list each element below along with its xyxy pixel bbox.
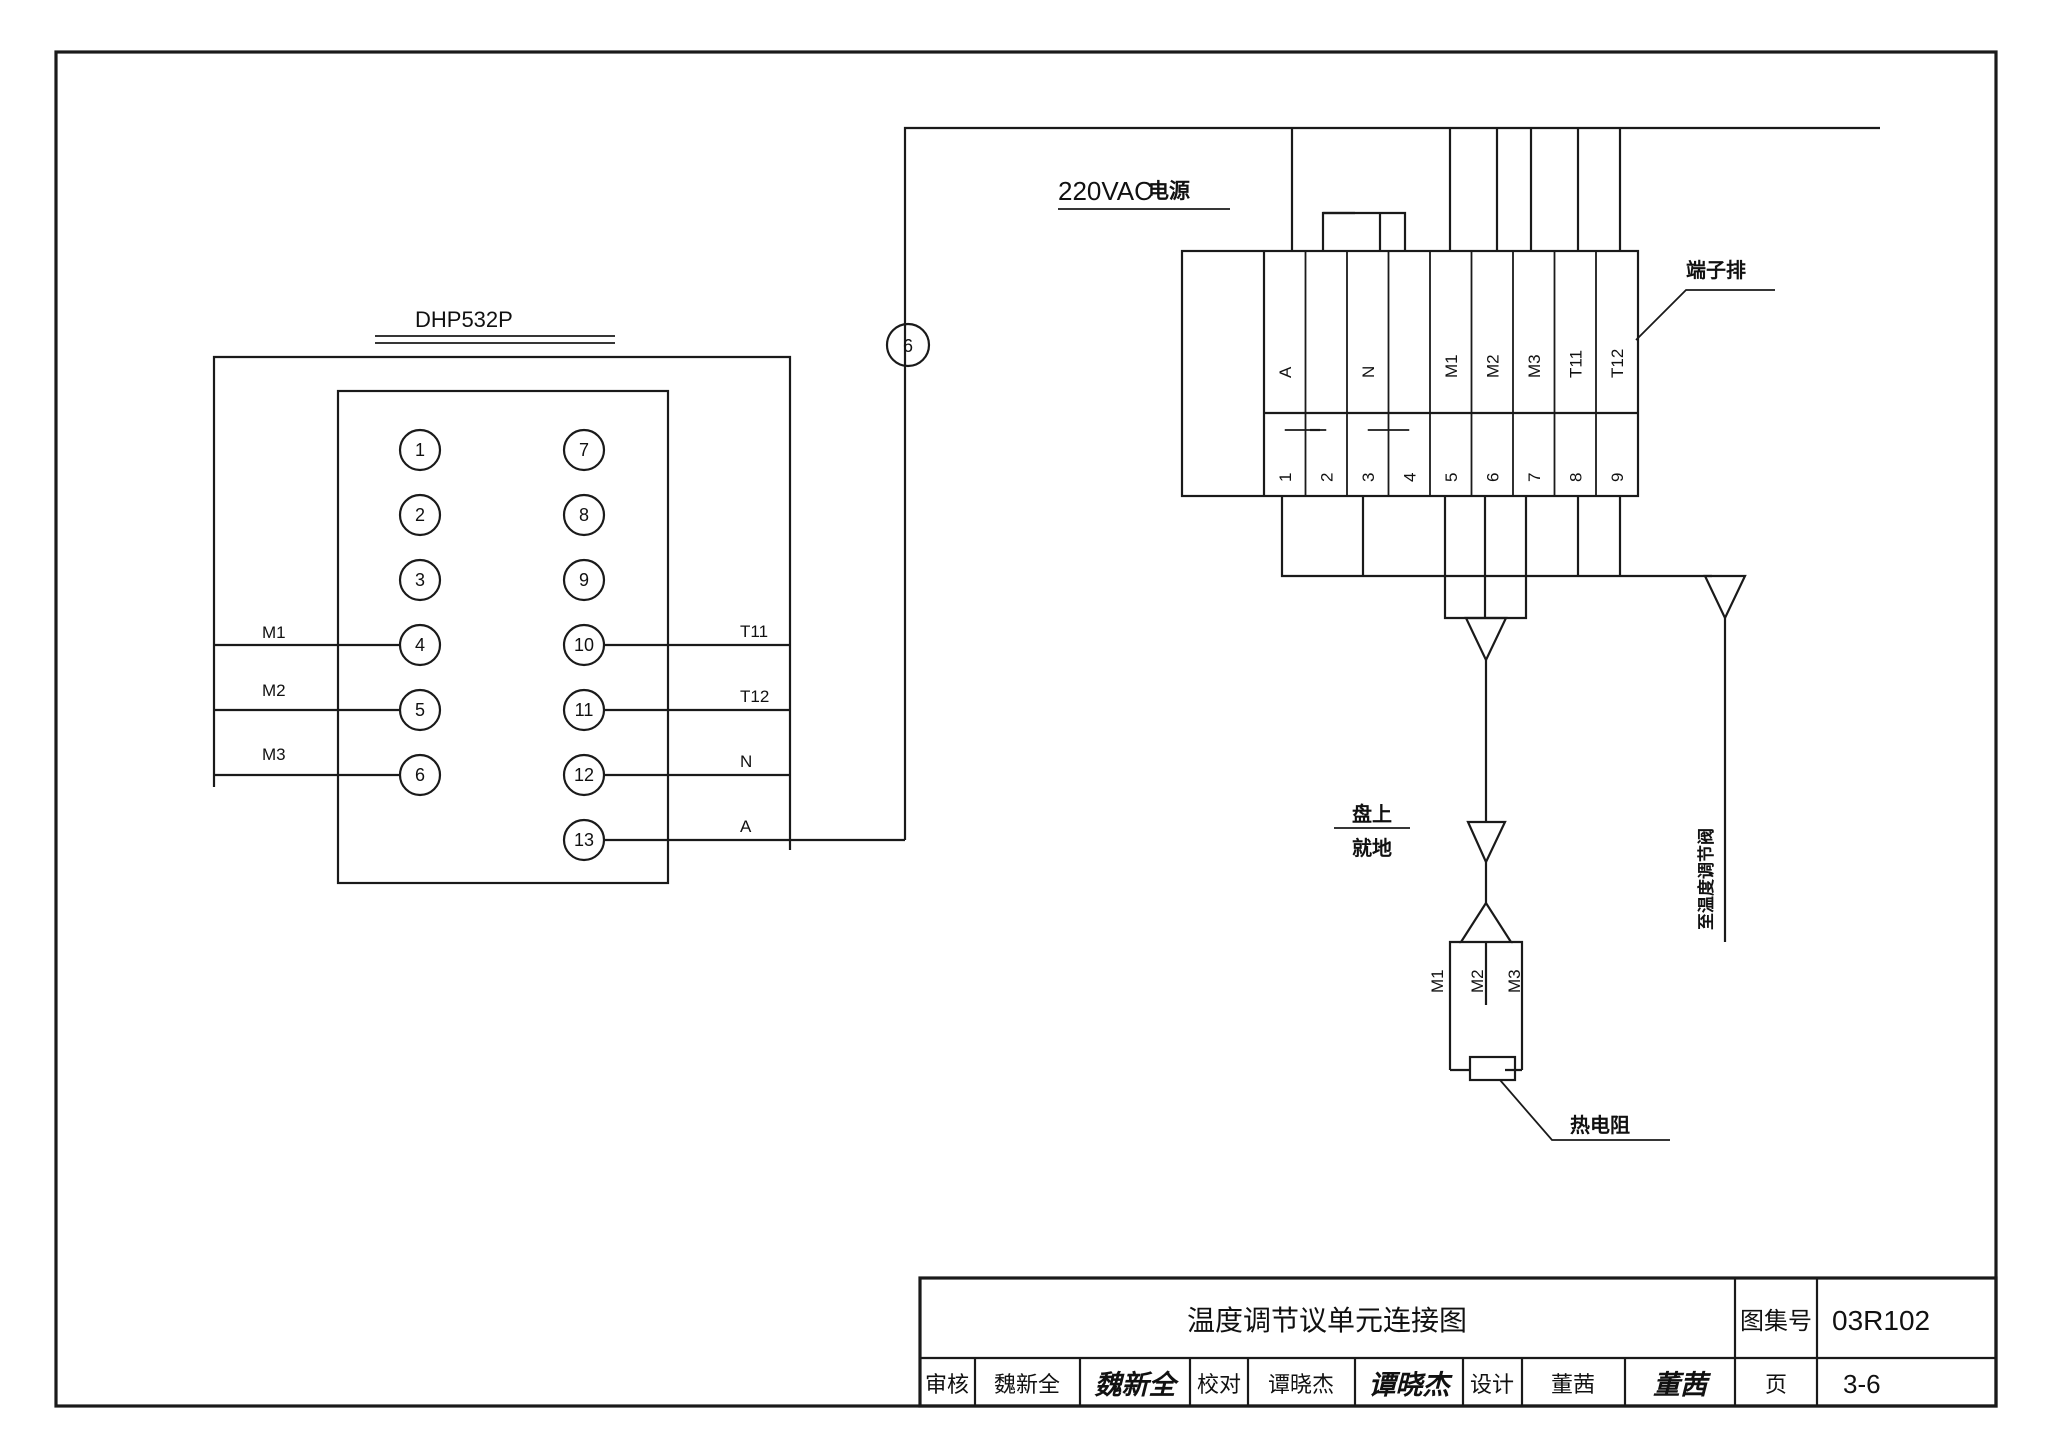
checker-name: 谭晓杰 — [1268, 1373, 1334, 1398]
reviewer-signature: 魏新全 — [1094, 1370, 1180, 1401]
strip-terminal-number: 7 — [1525, 473, 1544, 482]
strip-signal-label: M1 — [1442, 354, 1461, 378]
terminal-number: 6 — [415, 765, 425, 785]
designer-signature: 董茜 — [1653, 1370, 1712, 1401]
strip-signal-label: N — [1359, 366, 1378, 378]
terminal-number: 5 — [415, 700, 425, 720]
check-label: 校对 — [1197, 1373, 1241, 1398]
wire-label-n: N — [740, 752, 752, 771]
strip-terminal-number: 9 — [1608, 473, 1627, 482]
rtd-lead-m1: M1 — [1428, 969, 1447, 993]
wire-label-m2: M2 — [262, 681, 286, 700]
terminal-number: 9 — [579, 570, 589, 590]
terminal-number: 7 — [579, 440, 589, 460]
power-voltage: 220VAC — [1058, 176, 1153, 206]
terminal-circle — [562, 558, 606, 602]
terminal-circle — [398, 493, 442, 537]
terminal-circle — [562, 428, 606, 472]
strip-signal-label: M2 — [1483, 354, 1502, 378]
location-upper: 盘上 — [1352, 802, 1392, 826]
strip-signal-label: M3 — [1525, 354, 1544, 378]
strip-signal-label: T11 — [1566, 350, 1585, 378]
wire-label-t11: T11 — [740, 622, 768, 641]
cable-marker-label: 6 — [903, 336, 913, 356]
wire-label-a: A — [740, 817, 752, 836]
rtd-sensor: M1 M2 M3 热电阻 — [1428, 940, 1670, 1141]
designer-name: 董茜 — [1551, 1373, 1595, 1398]
terminal-strip-label: 端子排 — [1686, 258, 1746, 282]
terminal-circle — [398, 558, 442, 602]
page-label: 页 — [1765, 1373, 1787, 1398]
title-block: 温度调节议单元连接图 图集号 03R102 审核 魏新全 魏新全 校对 谭晓杰 … — [918, 1276, 1998, 1408]
strip-terminal-number: 2 — [1317, 473, 1336, 482]
valve-note: 至温度调节阀 — [1696, 828, 1717, 930]
terminal-number: 3 — [415, 570, 425, 590]
power-label: 电源 — [1148, 178, 1190, 203]
strip-output-wires — [1280, 496, 1747, 942]
strip-signal-label: T12 — [1608, 349, 1627, 378]
drawing-border — [54, 50, 1998, 1408]
wire-label-m1: M1 — [262, 623, 286, 642]
page-number: 3-6 — [1843, 1369, 1881, 1399]
strip-terminal-number: 4 — [1400, 473, 1419, 482]
terminal-number: 1 — [415, 440, 425, 460]
reviewer-name: 魏新全 — [994, 1373, 1060, 1398]
cable-marker — [885, 322, 931, 368]
drawing-title: 温度调节议单元连接图 — [1187, 1304, 1467, 1337]
atlas-number: 03R102 — [1832, 1305, 1930, 1336]
strip-terminal-number: 3 — [1359, 473, 1378, 482]
atlas-label: 图集号 — [1740, 1307, 1812, 1335]
controller-body — [336, 389, 670, 885]
terminal-number: 12 — [574, 765, 594, 785]
terminal-number: 8 — [579, 505, 589, 525]
terminal-circle — [562, 493, 606, 537]
strip-terminal-number: 5 — [1442, 473, 1461, 482]
controller-terminals-left: 1 2 3 4 5 6 — [398, 428, 442, 797]
rtd-lead-m2: M2 — [1468, 969, 1487, 993]
strip-terminal-number: 8 — [1566, 473, 1585, 482]
checker-signature: 谭晓杰 — [1369, 1370, 1454, 1401]
terminal-number: 11 — [575, 700, 594, 720]
rtd-lead-m3: M3 — [1505, 969, 1524, 993]
power-supply: 220VAC 电源 — [1058, 176, 1230, 210]
wire-label-t12: T12 — [740, 687, 769, 706]
rtd-label: 热电阻 — [1570, 1113, 1630, 1137]
location-lower: 就地 — [1352, 836, 1392, 860]
strip-cells: A 1 2 N 3 4 M1 5 M2 6 M3 7 T11 8 T12 9 — [1276, 251, 1627, 496]
rtd-element — [1468, 1055, 1517, 1082]
terminal-number: 4 — [415, 635, 425, 655]
review-label: 审核 — [925, 1373, 969, 1398]
field-cable: 盘上 就地 — [1334, 616, 1514, 944]
strip-signal-label: A — [1276, 366, 1295, 378]
terminal-strip: A 1 2 N 3 4 M1 5 M2 6 M3 7 T11 8 T12 9 端子排 — [1180, 249, 1775, 498]
terminal-number: 10 — [574, 635, 594, 655]
feeder-wires — [1290, 128, 1622, 432]
controller-model: DHP532P — [415, 307, 513, 332]
terminal-number: 2 — [415, 505, 425, 525]
wire-label-m3: M3 — [262, 745, 286, 764]
terminal-circle — [398, 428, 442, 472]
strip-terminal-number: 6 — [1483, 473, 1502, 482]
terminal-number: 13 — [574, 830, 594, 850]
design-label: 设计 — [1470, 1373, 1514, 1398]
controller-terminals-right: 7 8 9 10 11 12 13 — [562, 428, 606, 862]
strip-terminal-number: 1 — [1276, 473, 1295, 482]
